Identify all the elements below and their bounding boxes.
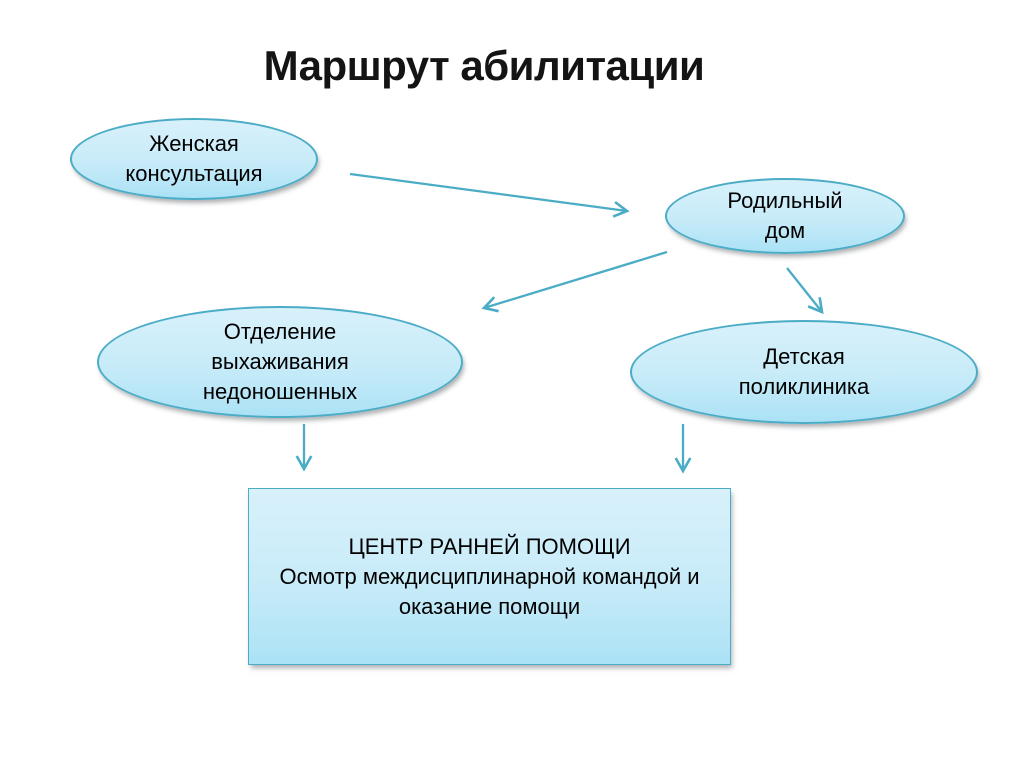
node-label-line: консультация <box>125 161 263 186</box>
node-children-polyclinic: Детская поликлиника <box>630 320 978 424</box>
node-label-line: Детская <box>763 344 845 369</box>
node-label-line: Отделение <box>223 319 337 344</box>
arrow-womens-clinic-to-maternity-hospital <box>349 172 630 218</box>
arrow-maternity-hospital-to-preterm-unit <box>481 250 668 313</box>
node-label-line: оказание помощи <box>398 593 581 619</box>
node-womens-clinic: Женская консультация <box>70 118 318 200</box>
arrow-maternity-hospital-to-children-polyclinic <box>786 267 824 315</box>
node-label-line: выхаживания <box>211 349 349 374</box>
node-label-line: поликлиника <box>738 374 870 399</box>
node-label-line: ЦЕНТР РАННЕЙ ПОМОЩИ <box>348 533 631 559</box>
node-label-line: Женская <box>149 131 239 156</box>
node-preterm-unit: Отделение выхаживания недоношенных <box>97 306 463 418</box>
node-label-line: Родильный <box>727 188 843 213</box>
node-label-line: недоношенных <box>202 379 358 404</box>
node-label-line: Осмотр междисциплинарной командой и <box>279 563 700 589</box>
node-maternity-hospital: Родильный дом <box>665 178 905 254</box>
node-early-help-center: ЦЕНТР РАННЕЙ ПОМОЩИ Осмотр междисциплина… <box>248 488 731 665</box>
page-title: Маршрут абилитации <box>263 42 705 89</box>
node-label-line: дом <box>764 218 806 243</box>
